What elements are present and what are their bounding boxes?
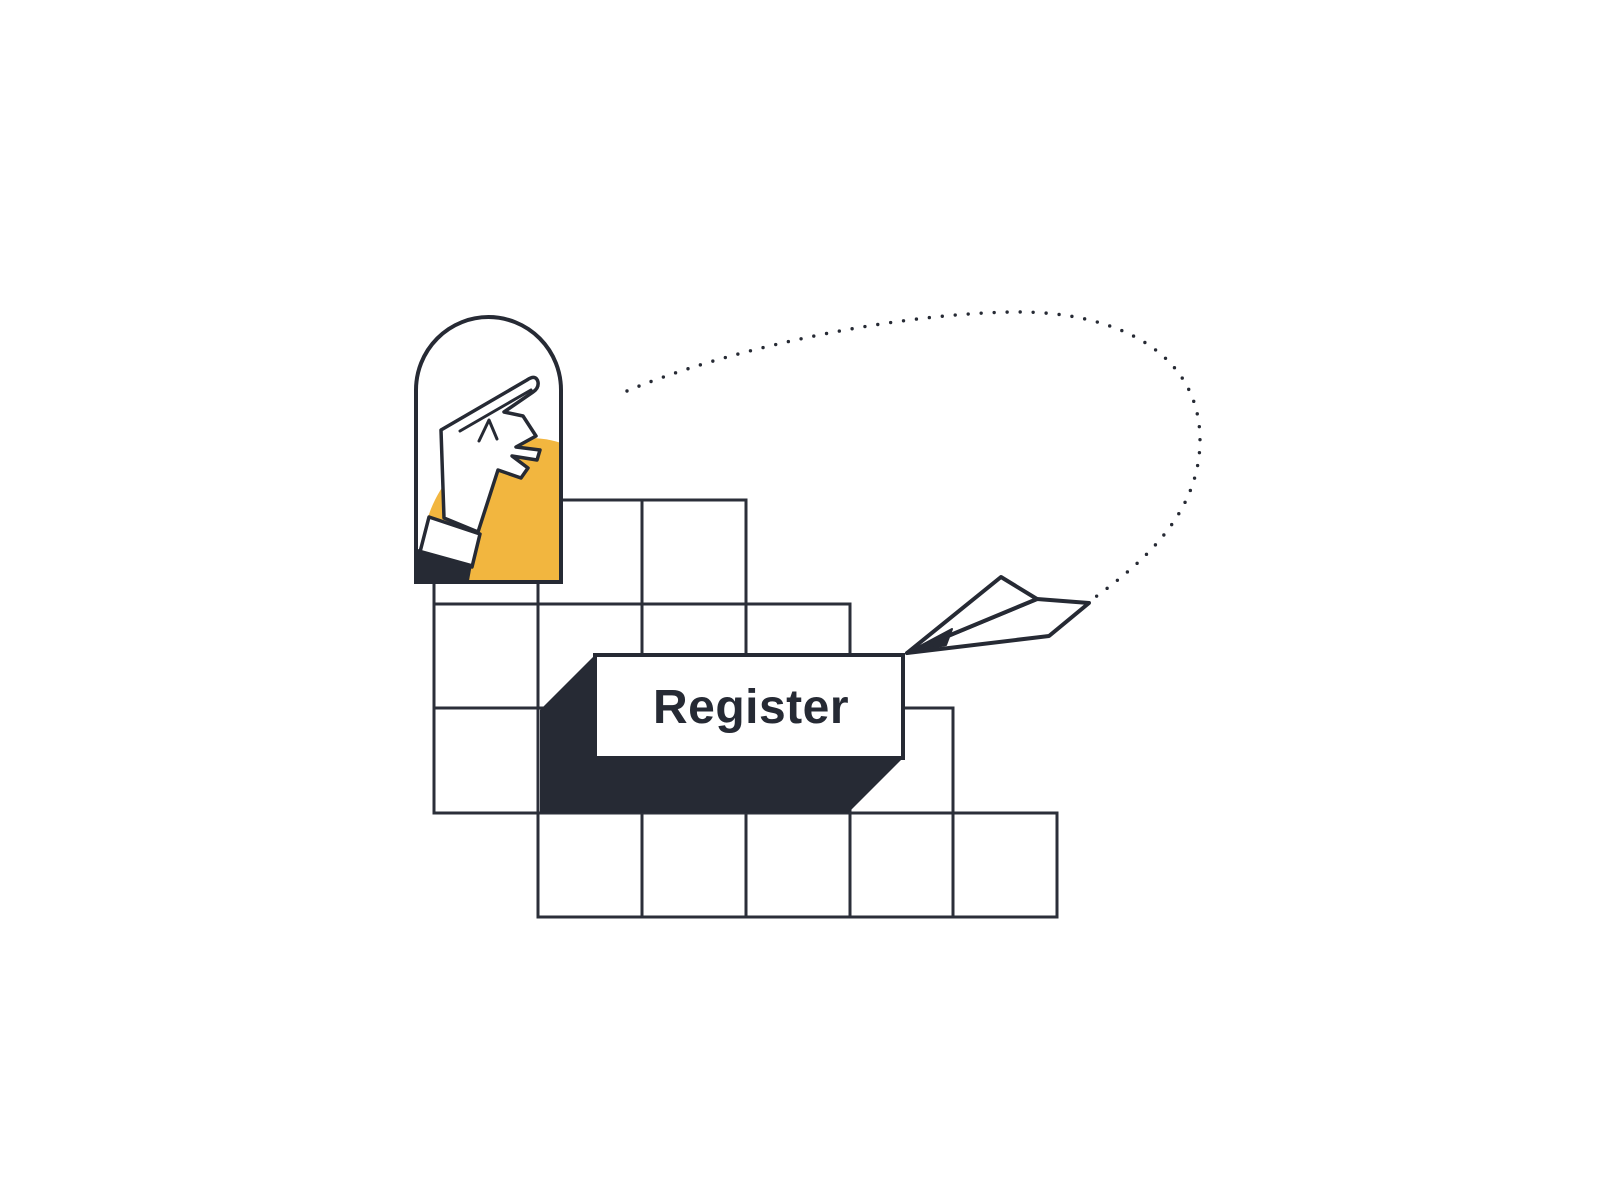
paper-plane-icon bbox=[905, 575, 1091, 655]
grid-block bbox=[848, 811, 955, 919]
register-button[interactable]: Register bbox=[593, 653, 905, 760]
plane-nose-shade bbox=[906, 628, 953, 654]
plane-top-wing bbox=[905, 575, 1039, 655]
grid-block bbox=[640, 498, 748, 606]
grid-block bbox=[640, 811, 748, 919]
grid-block bbox=[744, 811, 852, 919]
grid-block bbox=[951, 811, 1059, 919]
arched-window bbox=[414, 315, 563, 584]
grid-block bbox=[432, 602, 540, 710]
grid-block bbox=[432, 706, 540, 815]
arch-frame bbox=[414, 315, 563, 584]
pointing-hand-icon bbox=[439, 375, 542, 534]
finger-crease-line bbox=[458, 388, 533, 433]
sleeve bbox=[416, 548, 472, 582]
knuckle-crease-line bbox=[477, 418, 499, 443]
register-button-group: Register bbox=[540, 653, 905, 813]
grid-block bbox=[536, 811, 644, 919]
